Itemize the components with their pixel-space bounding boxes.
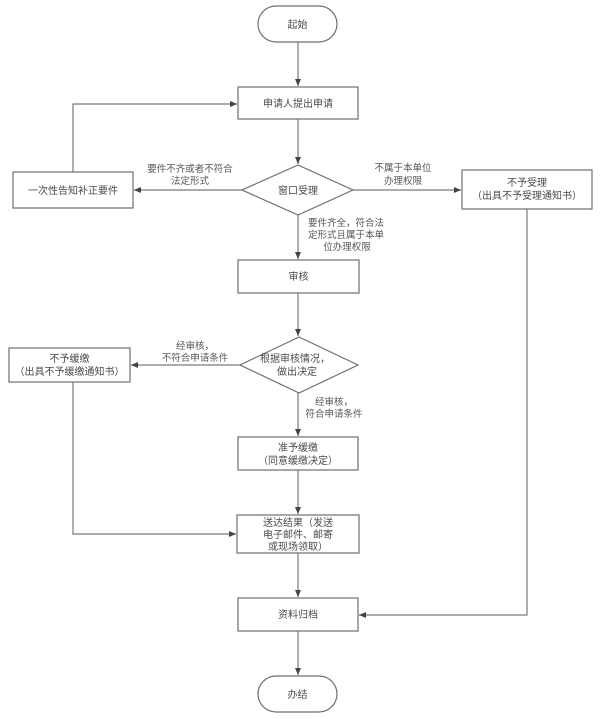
edge-label-incomplete-line-2: 法定形式 — [171, 175, 210, 187]
node-apply-label: 申请人提出申请 — [263, 97, 333, 110]
node-decide: 根据审核情况， 做出决定 — [238, 336, 360, 394]
node-start-label: 起始 — [288, 18, 308, 31]
edge-deny-to-deliver — [72, 382, 236, 537]
edge-label-not-eligible-line-2: 不符合申请条件 — [162, 352, 229, 364]
node-decide-line-1: 根据审核情况， — [260, 352, 330, 365]
edge-reject-to-archive — [359, 209, 528, 618]
node-approve-defer-line-1: 准予缓缴 — [278, 441, 318, 454]
node-archive: 资料归档 — [237, 597, 359, 632]
node-reject-accept-line-1: 不予受理 — [507, 177, 547, 189]
node-window-accept: 窗口受理 — [240, 164, 355, 216]
node-end-label: 办结 — [288, 688, 308, 701]
node-deny-defer: 不予缓缴 （出具不予缓缴通知书） — [8, 347, 131, 383]
node-approve-defer: 准予缓缴 （同意缓缴决定） — [237, 436, 359, 471]
node-deny-defer-line-2: （出具不予缓缴通知书） — [15, 365, 125, 378]
edge-label-complete-line-1: 要件齐全，符合法 — [308, 217, 384, 229]
edge-label-eligible: 经审核， 符合申请条件 — [305, 396, 363, 420]
node-notify-correct: 一次性告知补正要件 — [12, 171, 134, 209]
edge-label-eligible-line-2: 符合申请条件 — [305, 408, 363, 420]
node-apply: 申请人提出申请 — [237, 86, 359, 120]
node-window-accept-label: 窗口受理 — [278, 184, 318, 197]
node-start: 起始 — [257, 5, 338, 43]
node-reject-accept-line-2: （出具不予受理通知书） — [472, 189, 582, 202]
node-approve-defer-line-2: （同意缓缴决定） — [258, 454, 338, 467]
edge-label-out-of-scope-line-2: 办理权限 — [384, 175, 423, 187]
node-deny-defer-line-1: 不予缓缴 — [50, 352, 90, 365]
edge-label-out-of-scope: 不属于本单位 办理权限 — [374, 162, 432, 187]
edge-label-not-eligible-line-1: 经审核， — [176, 340, 214, 352]
node-review: 审核 — [237, 259, 360, 294]
edge-label-incomplete-line-1: 要件不齐或者不符合 — [147, 163, 233, 175]
node-reject-accept: 不予受理 （出具不予受理通知书） — [461, 169, 593, 210]
node-deliver-line-2: 电子邮件、邮寄 — [263, 528, 333, 541]
edge-label-complete-line-3: 位办理权限 — [323, 241, 371, 253]
edge-label-eligible-line-1: 经审核， — [315, 396, 353, 408]
node-decide-line-2: 做出决定 — [277, 365, 317, 378]
node-end: 办结 — [257, 675, 338, 713]
node-deliver-line-3: 或现场领取） — [268, 540, 328, 553]
node-deliver-line-1: 送达结果（发送 — [263, 516, 333, 529]
edge-label-incomplete: 要件不齐或者不符合 法定形式 — [147, 163, 233, 187]
node-review-label: 审核 — [289, 270, 309, 283]
edge-notify-loop-to-apply — [72, 101, 237, 172]
node-archive-label: 资料归档 — [278, 608, 318, 621]
edge-label-complete-line-2: 定形式且属于本单 — [308, 229, 385, 241]
node-notify-correct-label: 一次性告知补正要件 — [28, 184, 118, 197]
edge-label-not-eligible: 经审核， 不符合申请条件 — [162, 340, 229, 364]
edge-label-complete: 要件齐全，符合法 定形式且属于本单 位办理权限 — [308, 217, 385, 253]
node-deliver: 送达结果（发送 电子邮件、邮寄 或现场领取） — [236, 514, 360, 554]
edge-label-out-of-scope-line-1: 不属于本单位 — [374, 162, 432, 174]
